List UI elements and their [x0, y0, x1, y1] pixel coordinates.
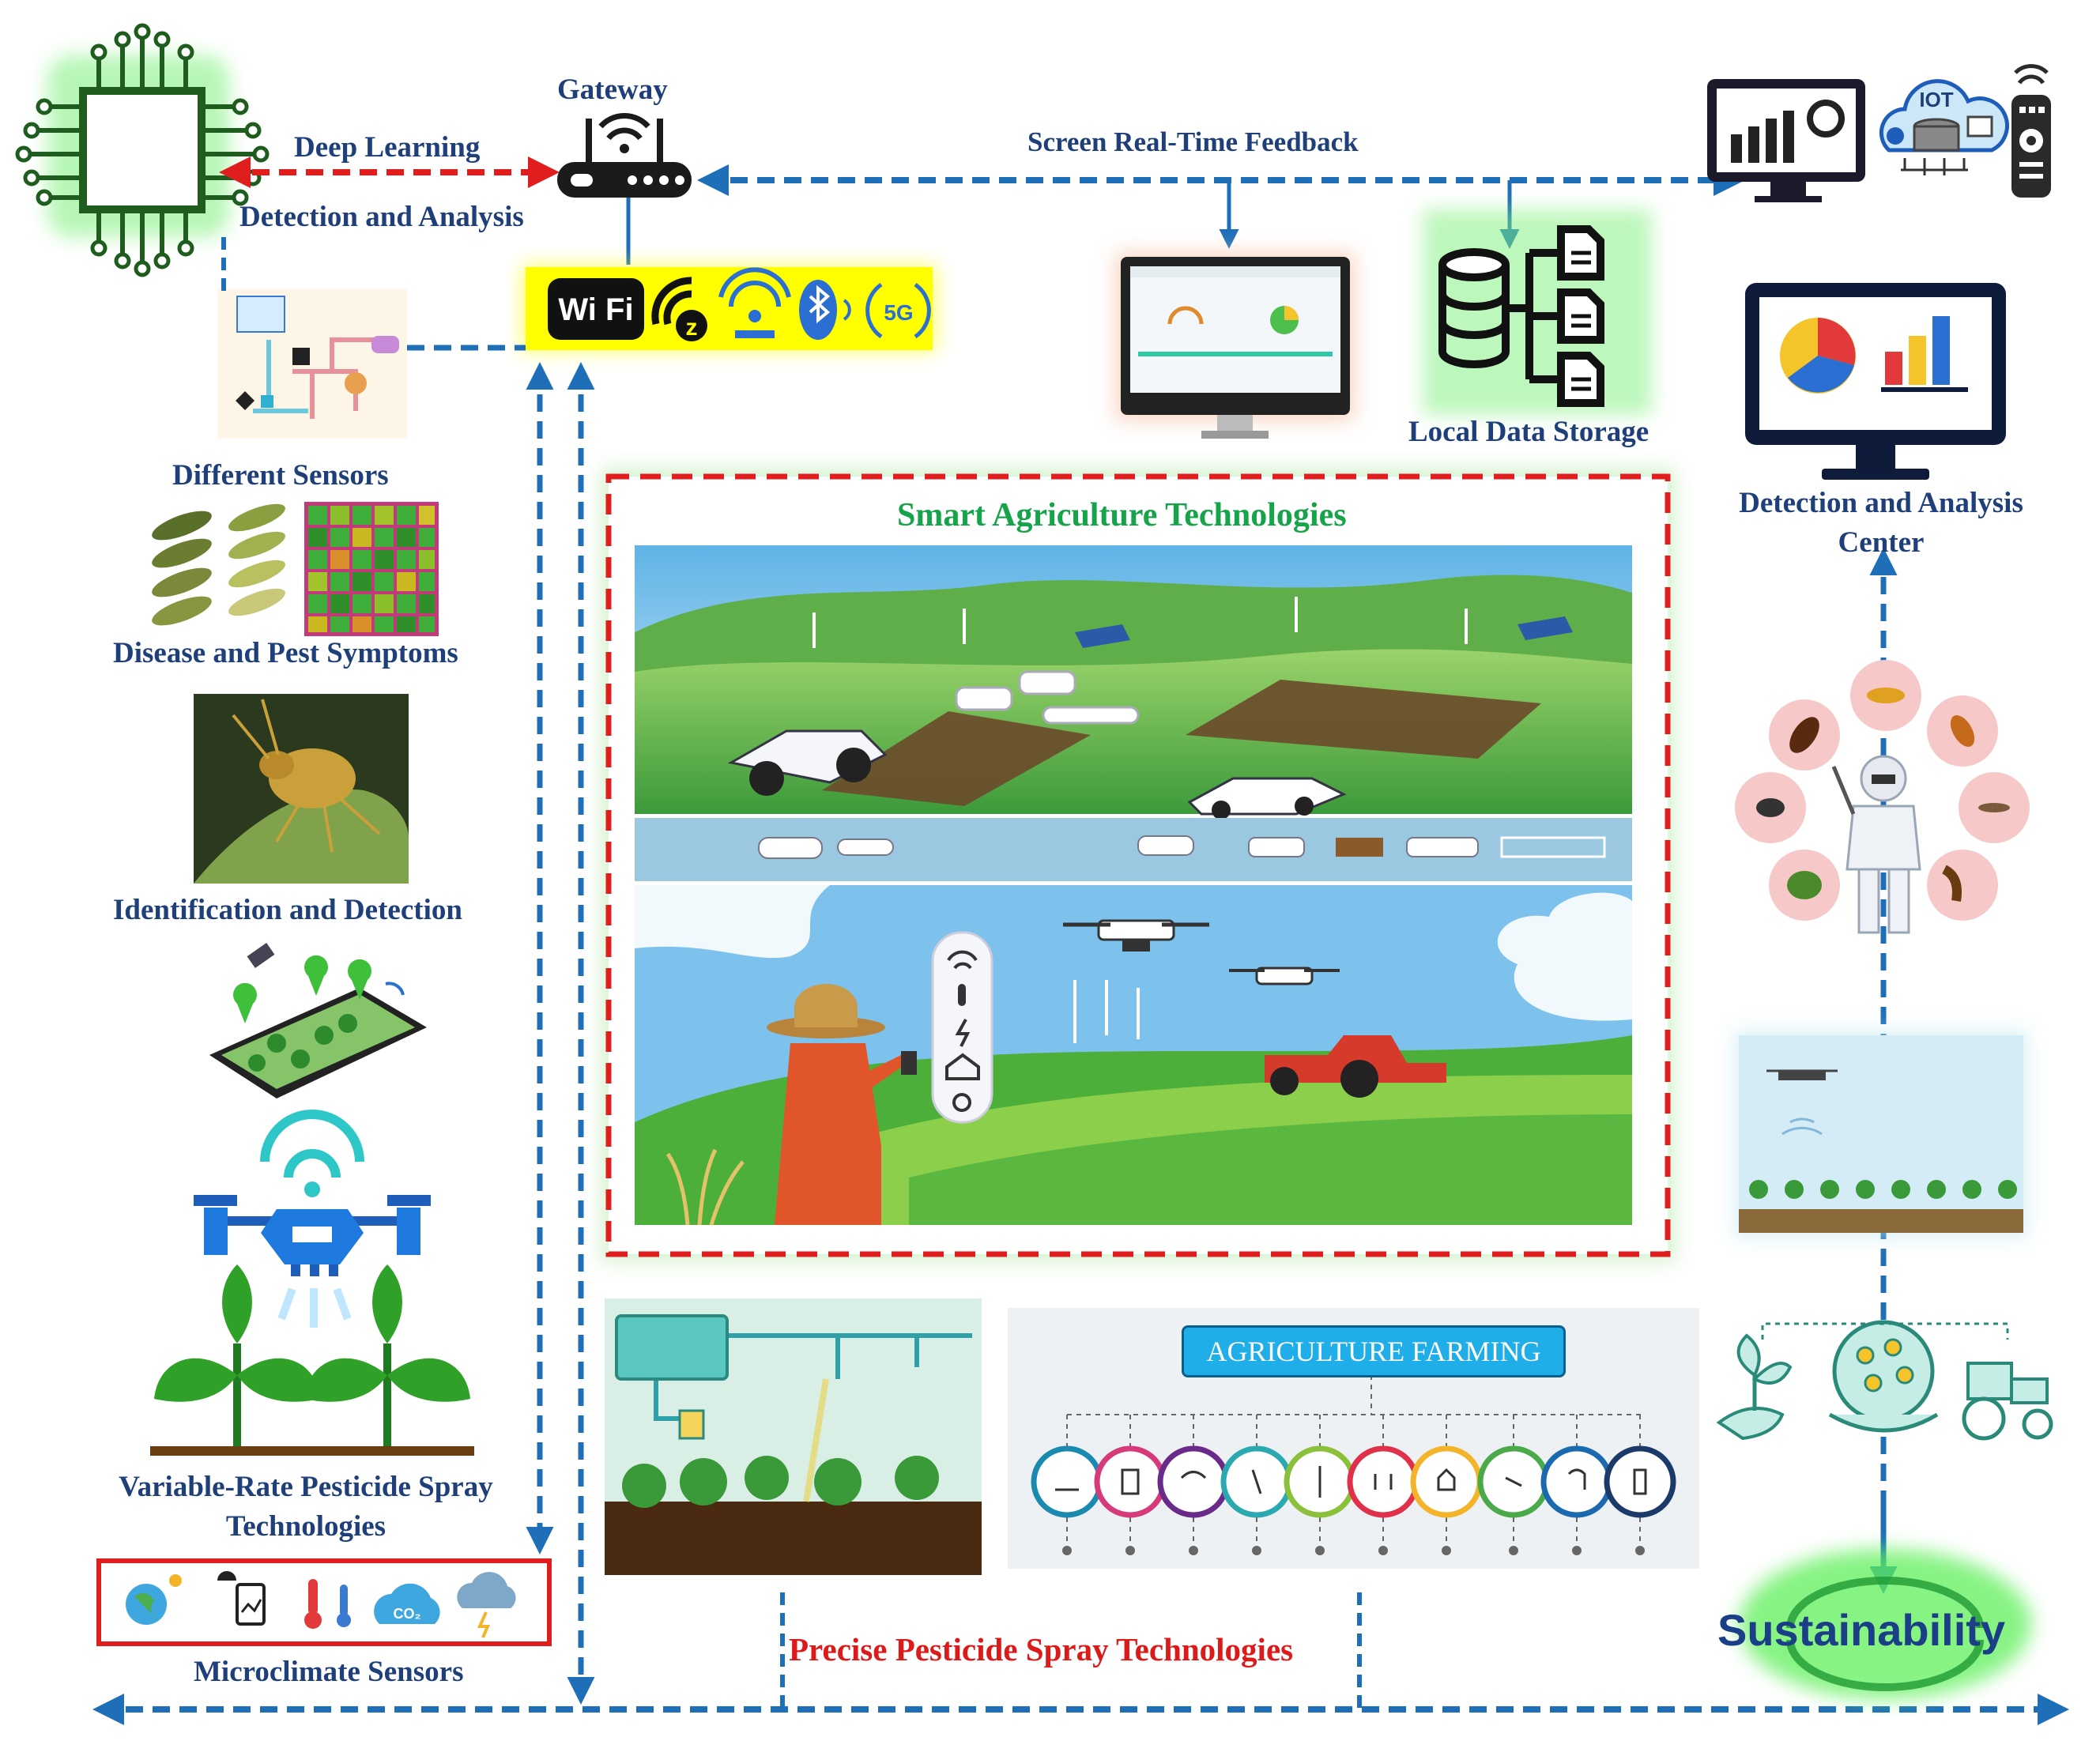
svg-text:Wi Fi: Wi Fi	[558, 292, 633, 327]
pest-photo-image	[194, 694, 409, 884]
monitor-icon	[1114, 251, 1355, 439]
gateway-label: Gateway	[557, 73, 668, 106]
analysis-center-label: Detection and Analysis Center	[1739, 487, 2023, 559]
svg-text:z: z	[686, 315, 698, 341]
disease-symptoms-label: Disease and Pest Symptoms	[113, 637, 458, 669]
thermometer-icon	[304, 1579, 351, 1629]
dashboard-monitor-icon	[1707, 79, 1865, 202]
zigbee-icon: z	[651, 277, 707, 341]
microclimate-sensor-box: CO₂	[96, 1558, 552, 1646]
variable-rate-label: Variable-Rate Pesticide Spray Technologi…	[119, 1471, 493, 1543]
wireless-protocol-bar: Wi Fi z 5G	[522, 265, 937, 352]
drone-field-image	[1735, 1031, 2027, 1237]
smart-agriculture-title: Smart Agriculture Technologies	[897, 497, 1347, 533]
car-icon	[1187, 777, 1347, 820]
analysis-center-monitor-icon	[1745, 283, 2006, 480]
sensor-device-icon	[217, 1571, 266, 1626]
5g-icon: 5G	[865, 282, 931, 339]
screen-feedback-label: Screen Real-Time Feedback	[1027, 126, 1359, 157]
plant-icon	[150, 1264, 474, 1456]
hands-tree-icon	[1828, 1320, 1939, 1433]
pest-icon	[1735, 660, 2030, 934]
remote-icon	[2011, 64, 2051, 198]
hand-plant-icon	[1716, 1333, 1793, 1441]
sensor-circuit-image	[217, 288, 407, 439]
router-icon	[557, 113, 692, 198]
agriculture-farming-banner: AGRICULTURE FARMING	[1182, 1325, 1566, 1377]
signal-tower-icon	[718, 267, 791, 338]
precision-spray-image	[605, 1298, 982, 1575]
deep-learning-label: Deep Learning	[294, 131, 481, 164]
bluetooth-icon	[799, 280, 851, 340]
svg-text:IOT: IOT	[1919, 88, 1953, 111]
field-drone-2-icon	[1229, 967, 1340, 985]
sustainability-icons	[1716, 1320, 2053, 1441]
wifi-icon: Wi Fi	[548, 278, 644, 340]
sustainability-emblem	[1739, 1549, 2031, 1699]
smartphone-icon	[209, 943, 427, 1098]
drone-icon	[194, 1110, 431, 1328]
sustainability-label: Sustainability	[1717, 1605, 2006, 1655]
detection-analysis-label: Detection and Analysis	[239, 201, 524, 233]
precise-spray-label: Precise Pesticide Spray Technologies	[789, 1631, 1294, 1668]
sprayer-person-icon	[1831, 755, 1921, 934]
local-storage-label: Local Data Storage	[1408, 416, 1649, 448]
weather-globe-icon	[126, 1574, 182, 1625]
disease-leaves-image	[152, 502, 439, 636]
autonomous-tractor-icon	[727, 729, 888, 796]
chip-icon	[15, 23, 270, 277]
sensor-pole-icon	[931, 931, 993, 1124]
co2-cloud-icon: CO₂	[374, 1583, 440, 1624]
tractor-icon	[1962, 1362, 2053, 1441]
svg-text:5G: 5G	[884, 300, 913, 325]
field-drone-icon	[1063, 919, 1209, 952]
different-sensors-label: Different Sensors	[172, 459, 389, 492]
farmer-icon	[767, 984, 917, 1225]
svg-text:CO₂: CO₂	[394, 1606, 421, 1622]
rain-cloud-icon	[457, 1572, 516, 1638]
microclimate-label: Microclimate Sensors	[194, 1656, 464, 1688]
database-icon	[1423, 209, 1652, 415]
iot-cloud-icon: IOT	[1879, 79, 2009, 175]
smart-agriculture-panel	[601, 468, 1676, 1262]
agriculture-farming-image	[1008, 1308, 1699, 1569]
identification-label: Identification and Detection	[113, 894, 462, 926]
red-tractor-icon	[1265, 1035, 1446, 1098]
